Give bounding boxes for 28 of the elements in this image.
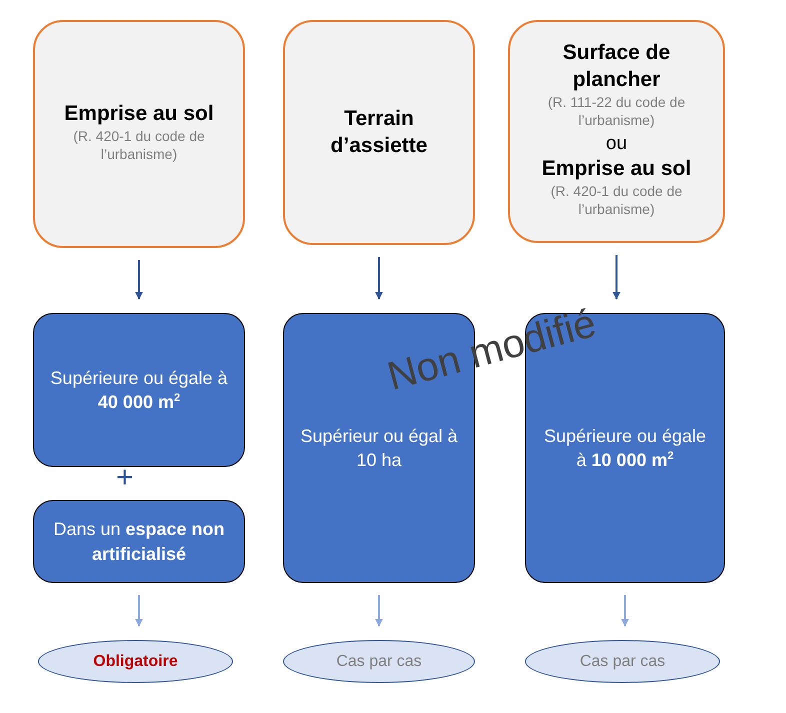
arrow xyxy=(612,255,620,300)
threshold-text: Supérieure ou égale à 40 000 m$^{2}$ xyxy=(50,366,228,414)
threshold-text: Dans un espace non artificialisé xyxy=(52,518,226,566)
stamp-text: Non modifié xyxy=(383,303,600,397)
threshold-box xyxy=(33,313,245,467)
threshold-text: Supérieur ou égal à 10 ha xyxy=(300,424,458,472)
reference-note: (R. 111-22 du code de l’urbanisme) xyxy=(546,92,686,130)
arrow xyxy=(375,257,383,300)
reference-note: (R. 420-1 du code de l’urbanisme) xyxy=(550,182,684,219)
arrow xyxy=(135,260,143,300)
box-title: Terrain d’assiette xyxy=(330,106,428,158)
threshold-box xyxy=(33,500,245,583)
box-title: Surface de plancher xyxy=(562,40,672,93)
threshold-text: Supérieure ou égale à 10 000 m$^{2}$ xyxy=(542,424,708,472)
result-text: Obligatoire xyxy=(93,652,178,670)
result-text: Cas par cas xyxy=(336,652,422,670)
criterion-box xyxy=(508,20,725,243)
arrow xyxy=(621,595,629,627)
arrow xyxy=(135,595,143,627)
connector-word: ou xyxy=(606,133,628,156)
reference-note: (R. 420-1 du code de l’urbanisme) xyxy=(72,126,206,164)
box-title: Emprise au sol xyxy=(64,100,214,127)
criterion-box xyxy=(283,20,475,245)
plus-sign: + xyxy=(116,463,134,493)
criterion-box xyxy=(33,20,245,248)
arrow xyxy=(375,595,383,627)
box-title: Emprise au sol xyxy=(542,156,692,182)
result-text: Cas par cas xyxy=(580,652,666,670)
